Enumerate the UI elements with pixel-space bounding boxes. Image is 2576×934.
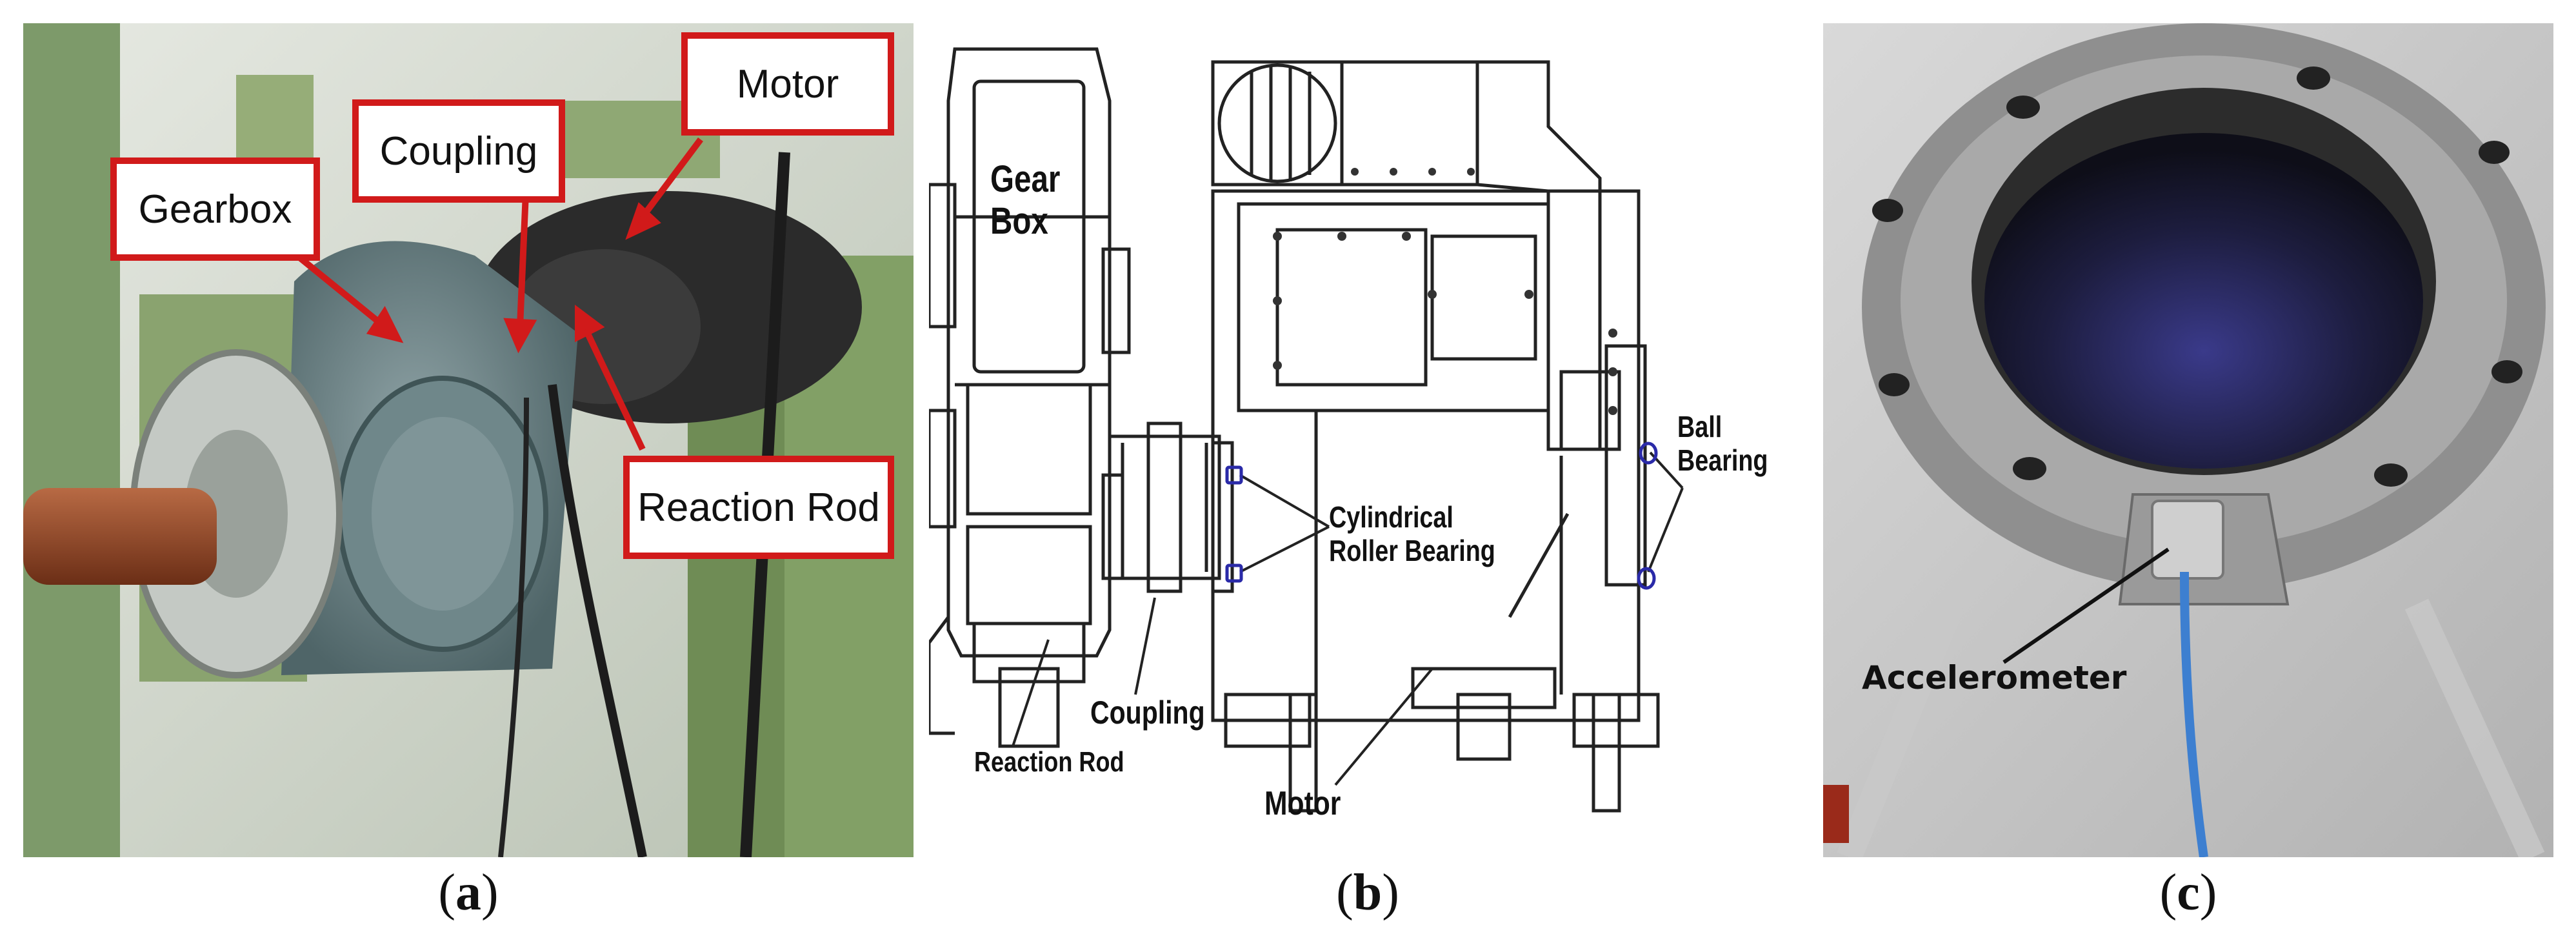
ball-label-line1: Ball [1677,410,1722,443]
accelerometer-photo [1823,23,2553,857]
panel-c-photo: Accelerometer [1823,23,2553,857]
accelerometer-label: Accelerometer [1862,659,2127,696]
caption-b-letter: b [1353,864,1383,921]
cylindrical-label-line2: Roller Bearing [1329,533,1495,567]
gear-box-label-line1: Gear [990,158,1061,200]
caption-c: (c) [2159,864,2217,921]
schematic-drawing [929,47,1684,813]
ball-label-line2: Bearing [1677,443,1768,477]
caption-b: (b) [1336,864,1399,921]
reaction-rod-callout: Reaction Rod [623,456,894,559]
panel-b-drawing: Gear Box Reaction Rod Coupling Motor Cyl… [929,23,1806,857]
reaction-rod-label: Reaction Rod [974,746,1124,778]
gear-box-label: Gear Box [990,158,1061,243]
caption-c-letter: c [2177,864,2200,921]
motor-callout: Motor [681,32,894,136]
panel-a-photo: Gearbox Coupling Motor Reaction Rod [23,23,914,857]
caption-a: (a) [438,864,499,921]
coupling-callout: Coupling [352,99,565,203]
gear-box-label-line2: Box [990,199,1048,242]
cylindrical-roller-bearing-label: Cylindrical Roller Bearing [1329,500,1495,567]
caption-a-letter: a [455,864,481,921]
coupling-label: Coupling [1090,695,1205,731]
gearbox-callout: Gearbox [110,157,320,261]
ball-bearing-label: Ball Bearing [1677,410,1768,477]
motor-label: Motor [1264,785,1341,822]
cylindrical-label-line1: Cylindrical [1329,500,1453,534]
